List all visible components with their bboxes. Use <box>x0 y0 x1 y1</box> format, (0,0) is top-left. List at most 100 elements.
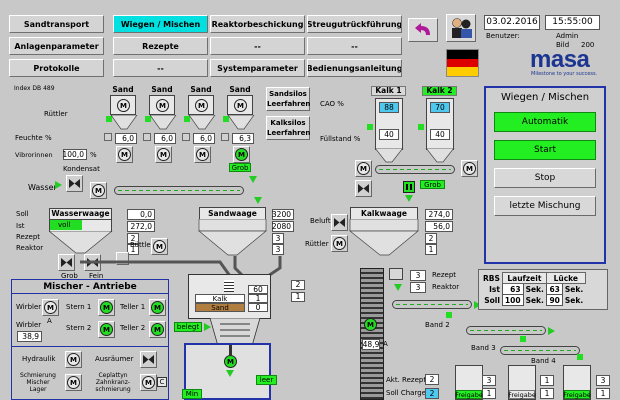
vibro1-motor-button[interactable]: M <box>116 146 133 163</box>
kalk2-motor-button[interactable]: M <box>461 160 478 177</box>
motor-icon: M <box>157 148 170 161</box>
vibro4-motor-button[interactable]: M <box>233 146 250 163</box>
reactor3-freigabe: Freigabe <box>563 390 591 399</box>
sand2-feuchte[interactable]: 6,0 <box>154 133 176 144</box>
motor-icon: M <box>463 162 476 175</box>
sand1-feuchte[interactable]: 6,0 <box>115 133 137 144</box>
kalk1-cao-value: 88 <box>379 102 399 113</box>
stern2-label: Stern 2 <box>66 324 92 332</box>
ausraeumer-valve-button[interactable] <box>140 351 157 368</box>
grob-label: Grob <box>61 272 78 280</box>
nav-systemparameter[interactable]: Systemparameter <box>210 59 305 77</box>
bild-number: 200 <box>581 41 595 49</box>
sand2-toggle[interactable] <box>143 133 151 141</box>
teller2-motor-button[interactable]: M <box>149 321 166 338</box>
mischer-antriebe-title: Mischer - Antriebe <box>12 280 168 294</box>
sand3-header: Sand 3 <box>190 85 212 103</box>
automatik-button[interactable]: Automatik <box>494 112 596 132</box>
masa-logo: masa <box>530 46 590 73</box>
nav-reaktorbeschickung[interactable]: Reaktorbeschickung <box>210 15 305 33</box>
kalk-reaktor: 1 <box>425 244 437 255</box>
antriebe-divider <box>12 346 168 347</box>
nav-bedienungsanleitung[interactable]: Bedienungsanleitung <box>307 59 402 77</box>
user-login-button[interactable] <box>446 14 476 42</box>
mixer-out-arrow-icon <box>226 370 234 377</box>
users-icon <box>452 18 472 38</box>
nav-empty-1[interactable]: -- <box>210 37 305 55</box>
sand1-toggle[interactable] <box>104 133 112 141</box>
nav-empty-3[interactable]: -- <box>113 59 208 77</box>
motor-icon: M <box>235 148 248 161</box>
stop-button[interactable]: Stop <box>494 168 596 188</box>
sand4-toggle[interactable] <box>221 133 229 141</box>
motor-icon: M <box>333 237 346 250</box>
sandsilos-leerfahren-button[interactable]: Sandsilos Leerfahren <box>266 87 310 111</box>
stern2-motor-button[interactable]: M <box>98 321 115 338</box>
kalk1-header: Kalk 1 <box>371 86 406 96</box>
sand4-header: Sand 4 <box>229 85 251 103</box>
wasser-arrow-icon <box>55 181 62 189</box>
nav-anlagenparameter[interactable]: Anlagenparameter <box>9 37 104 55</box>
elevator-head <box>389 268 403 280</box>
german-flag-icon[interactable] <box>446 49 479 77</box>
kalk2-header: Kalk 2 <box>422 86 457 96</box>
nav-sandtransport[interactable]: Sandtransport <box>9 15 104 33</box>
letzte-mischung-button[interactable]: letzte Mischung <box>494 196 596 216</box>
kalk-pause-button[interactable] <box>403 181 415 193</box>
wasserwaage-body: Wasserwaage voll <box>49 208 112 232</box>
nav-protokolle[interactable]: Protokolle <box>9 59 104 77</box>
belueftung-valve-button[interactable] <box>331 214 348 231</box>
sand4-feuchte[interactable]: 6,3 <box>232 133 254 144</box>
rbs-luecke-header: Lücke <box>545 272 586 284</box>
kalk-ruettler-button[interactable]: M <box>331 235 348 252</box>
sand2-motor-icon: M <box>156 99 169 112</box>
reactor3-soll: 1 <box>596 388 610 399</box>
kalk1-motor-button[interactable]: M <box>355 160 372 177</box>
bild-label: Bild <box>556 41 570 49</box>
belueftung-label: Beluft. <box>310 217 333 225</box>
sand3-feuchte[interactable]: 6,0 <box>193 133 215 144</box>
reactor1-soll: 1 <box>482 388 496 399</box>
schmierung-motor-button[interactable]: M <box>65 374 82 391</box>
kalk-valve-button[interactable] <box>355 180 372 197</box>
nav-wiegen-mischen[interactable]: Wiegen / Mischen <box>113 15 208 33</box>
sand3-silo: M <box>188 95 214 115</box>
sand-ruettler-button[interactable]: M <box>151 238 168 255</box>
sand-belt-motor-button[interactable]: M <box>90 182 107 199</box>
mixer-sand-value: 0 <box>248 303 268 312</box>
teller1-motor-button[interactable]: M <box>149 299 166 316</box>
back-button[interactable] <box>408 18 438 42</box>
kalksilos-leerfahren-button[interactable]: Kalksilos Leerfahren <box>266 116 310 140</box>
reaktor-reaktor-value: 3 <box>410 282 426 293</box>
nav-streugutrueckfuehrung[interactable]: Streugutrückführung <box>307 15 402 33</box>
ausraeumer-label: Ausräumer <box>95 355 134 363</box>
wirbler-motor-button[interactable]: M <box>42 299 59 316</box>
mixer-side-1: 2 <box>291 280 305 290</box>
mixer-leer-indicator: leer <box>256 375 277 385</box>
sand1-header: Sand 1 <box>112 85 134 103</box>
sand3-toggle[interactable] <box>182 133 190 141</box>
grob-valve-button[interactable] <box>58 254 75 271</box>
kondensat-valve-button[interactable] <box>66 175 83 192</box>
band3-indicator <box>520 336 526 342</box>
vibrorinnen-value[interactable]: 100,0 <box>63 149 87 160</box>
valve-icon <box>143 355 154 364</box>
rbs-soll-luecke[interactable]: 90 <box>545 294 563 306</box>
start-button[interactable]: Start <box>494 140 596 160</box>
nav-rezepte[interactable]: Rezepte <box>113 37 208 55</box>
mixer-kalk-value: 1 <box>248 294 268 303</box>
rbs-laufzeit-header: Laufzeit <box>501 272 547 284</box>
hydraulik-motor-button[interactable]: M <box>65 351 82 368</box>
ceplattyn-motor-button[interactable]: M <box>140 374 157 391</box>
rbs-soll-laufzeit[interactable]: 100 <box>501 294 524 306</box>
nav-empty-2[interactable]: -- <box>307 37 402 55</box>
index-db: Index DB 489 <box>14 85 55 92</box>
rbs-ist-luecke: 63 <box>545 283 563 295</box>
stern1-motor-button[interactable]: M <box>98 299 115 316</box>
mixer-side-2: 1 <box>291 292 305 302</box>
mixer-min-indicator: Min <box>182 389 202 399</box>
mixer-kalk-label: Kalk <box>195 294 245 303</box>
vibro3-motor-button[interactable]: M <box>194 146 211 163</box>
vibro2-motor-button[interactable]: M <box>155 146 172 163</box>
elevator-arrow-icon <box>394 284 402 291</box>
